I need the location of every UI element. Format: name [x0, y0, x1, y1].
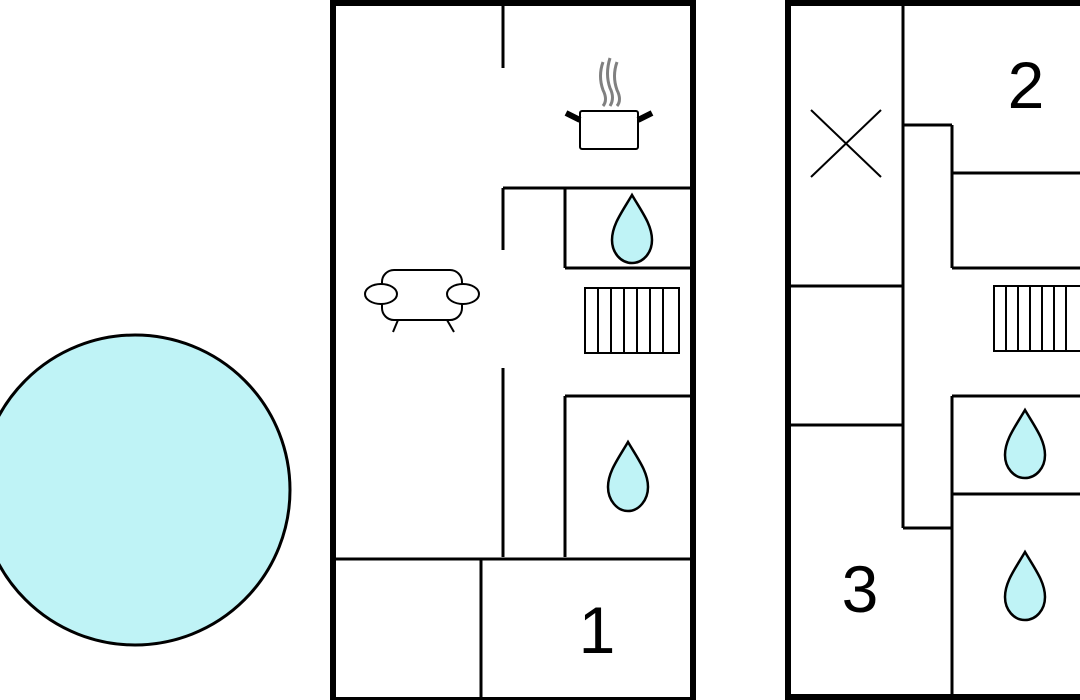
ground-floor-outline — [330, 0, 696, 700]
water-drop-icon — [1003, 407, 1047, 480]
room-label-2: 2 — [1008, 48, 1045, 122]
water-drop-icon — [1003, 549, 1047, 622]
room-label-1: 1 — [579, 593, 616, 667]
cooking-pot-icon — [564, 57, 654, 150]
sofa-icon — [364, 269, 480, 333]
staircase-icon — [584, 287, 680, 354]
cross-mark-icon — [810, 109, 882, 178]
staircase-icon — [993, 285, 1080, 352]
water-drop-icon — [606, 439, 650, 513]
steam-icon — [599, 57, 621, 107]
ground-floor-plan — [330, 0, 696, 700]
pool — [0, 333, 292, 647]
room-label-3: 3 — [842, 552, 879, 626]
upper-floor-plan — [785, 0, 1080, 700]
water-drop-icon — [610, 192, 654, 265]
